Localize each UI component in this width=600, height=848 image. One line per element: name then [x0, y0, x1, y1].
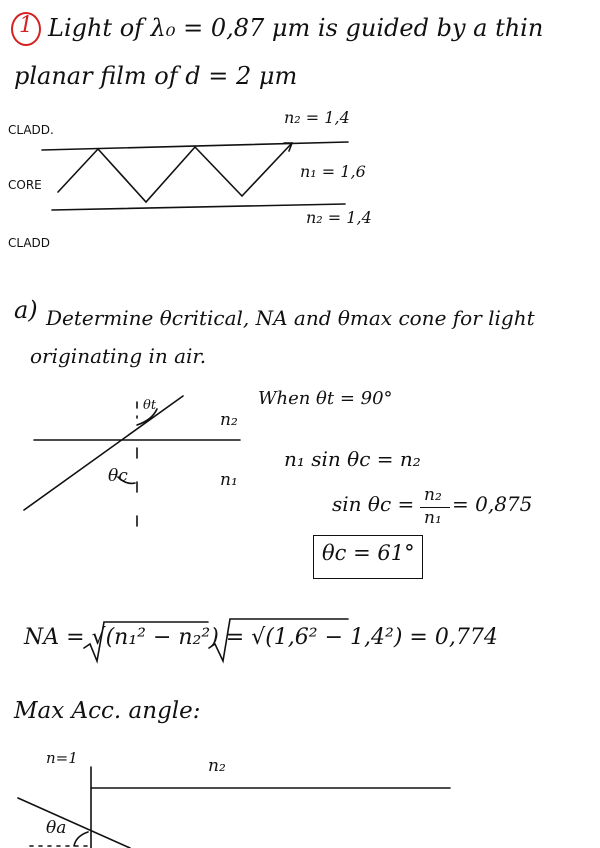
- core-label: CORE: [8, 178, 42, 192]
- na-expression: NA = √(n₁² − n₂²) = √(1,6² − 1,4²) = 0,7…: [24, 625, 498, 650]
- part-a-label: a): [14, 296, 38, 324]
- equation-result-value: = 0,875: [452, 492, 533, 516]
- core-bottom-boundary: [51, 203, 346, 211]
- acceptance-ray: [17, 797, 131, 848]
- sqrt-2: [208, 618, 349, 664]
- problem-number: 1: [19, 13, 33, 38]
- problem-line-1: Light of λ₀ = 0,87 μm is guided by a thi…: [48, 14, 544, 42]
- ray-arrowhead: [283, 142, 294, 152]
- max-acc-n2-label: n₂: [208, 756, 226, 776]
- equation-numerator: n₂: [424, 485, 442, 505]
- theta-a-label: θa: [46, 818, 67, 838]
- theta-t-label: θt: [143, 398, 157, 413]
- equation-sin-left: sin θc =: [332, 492, 415, 516]
- theta-t-arc: [136, 408, 158, 426]
- incident-ray: [23, 395, 184, 511]
- n1-label: n₁ = 1,6: [300, 162, 366, 181]
- part-a-line-2: originating in air.: [30, 344, 207, 368]
- clad-top-label: CLADD.: [8, 123, 54, 137]
- critical-angle-result: θc = 61°: [322, 541, 415, 565]
- when-condition: When θt = 90°: [258, 388, 393, 409]
- part-a-line-1: Determine θcritical, NA and θmax cone fo…: [46, 306, 535, 330]
- theta-a-arc: [73, 831, 89, 847]
- diagram-n2-label: n₂: [220, 410, 238, 430]
- n2-top-label: n₂ = 1,4: [284, 108, 350, 127]
- sqrt-1: [83, 621, 209, 664]
- result-box: [313, 535, 423, 579]
- problem-number-circle: [11, 12, 41, 46]
- theta-c-label: θc: [108, 466, 128, 486]
- fraction-bar: [420, 507, 450, 508]
- equation-snell: n₁ sin θc = n₂: [284, 447, 421, 471]
- zigzag-ray: [57, 142, 293, 204]
- problem-line-2: planar film of d = 2 μm: [14, 62, 298, 90]
- theta-c-arc: [117, 476, 136, 485]
- equation-denominator: n₁: [424, 508, 442, 528]
- diagram-n1-label: n₁: [220, 470, 238, 490]
- clad-bottom-label: CLADD: [8, 236, 51, 250]
- n2-bottom-label: n₂ = 1,4: [306, 208, 372, 227]
- n-air-label: n=1: [46, 749, 78, 767]
- max-acc-heading: Max Acc. angle:: [14, 698, 201, 724]
